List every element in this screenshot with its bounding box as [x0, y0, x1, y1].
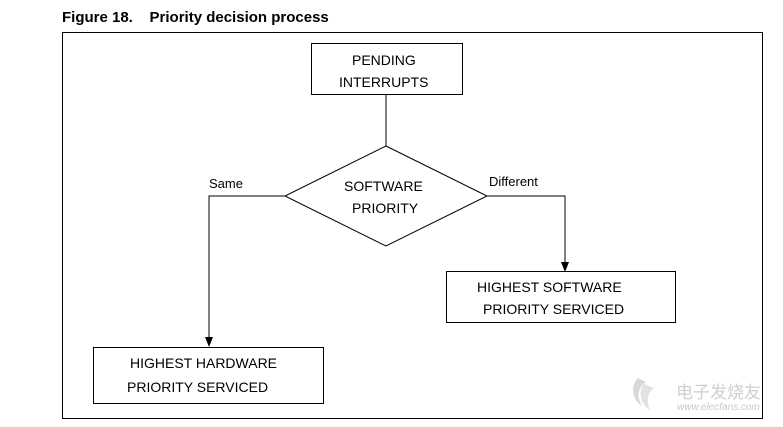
hardware-line1: HIGHEST HARDWARE: [130, 355, 278, 371]
decision-diamond: [283, 145, 489, 247]
different-label: Different: [489, 174, 538, 189]
svg-text:电子发烧友: 电子发烧友: [676, 383, 761, 403]
hardware-line2: PRIORITY SERVICED: [127, 379, 269, 395]
software-line1: HIGHEST SOFTWARE: [477, 279, 622, 295]
connector-different-branch: [487, 195, 566, 270]
same-label: Same: [209, 176, 243, 191]
arrow-same: [205, 337, 213, 347]
watermark-url: www.elecfans.com: [677, 402, 760, 413]
pending-interrupts-box: PENDING INTERRUPTS: [311, 43, 463, 95]
pending-line2: INTERRUPTS: [339, 74, 429, 90]
highest-software-box: HIGHEST SOFTWARE PRIORITY SERVICED: [446, 271, 676, 323]
pending-line1: PENDING: [352, 52, 416, 68]
decision-line1: SOFTWARE: [344, 178, 423, 194]
software-line2: PRIORITY SERVICED: [483, 301, 625, 317]
arrow-different: [561, 262, 569, 272]
watermark-logo: 电子发烧友: [633, 378, 761, 410]
diagram-frame: [62, 32, 763, 419]
connector-same-branch: [208, 195, 285, 345]
figure-title: Figure 18. Priority decision process: [62, 9, 329, 26]
decision-line2: PRIORITY: [352, 200, 419, 216]
highest-hardware-box: HIGHEST HARDWARE PRIORITY SERVICED: [93, 347, 324, 404]
